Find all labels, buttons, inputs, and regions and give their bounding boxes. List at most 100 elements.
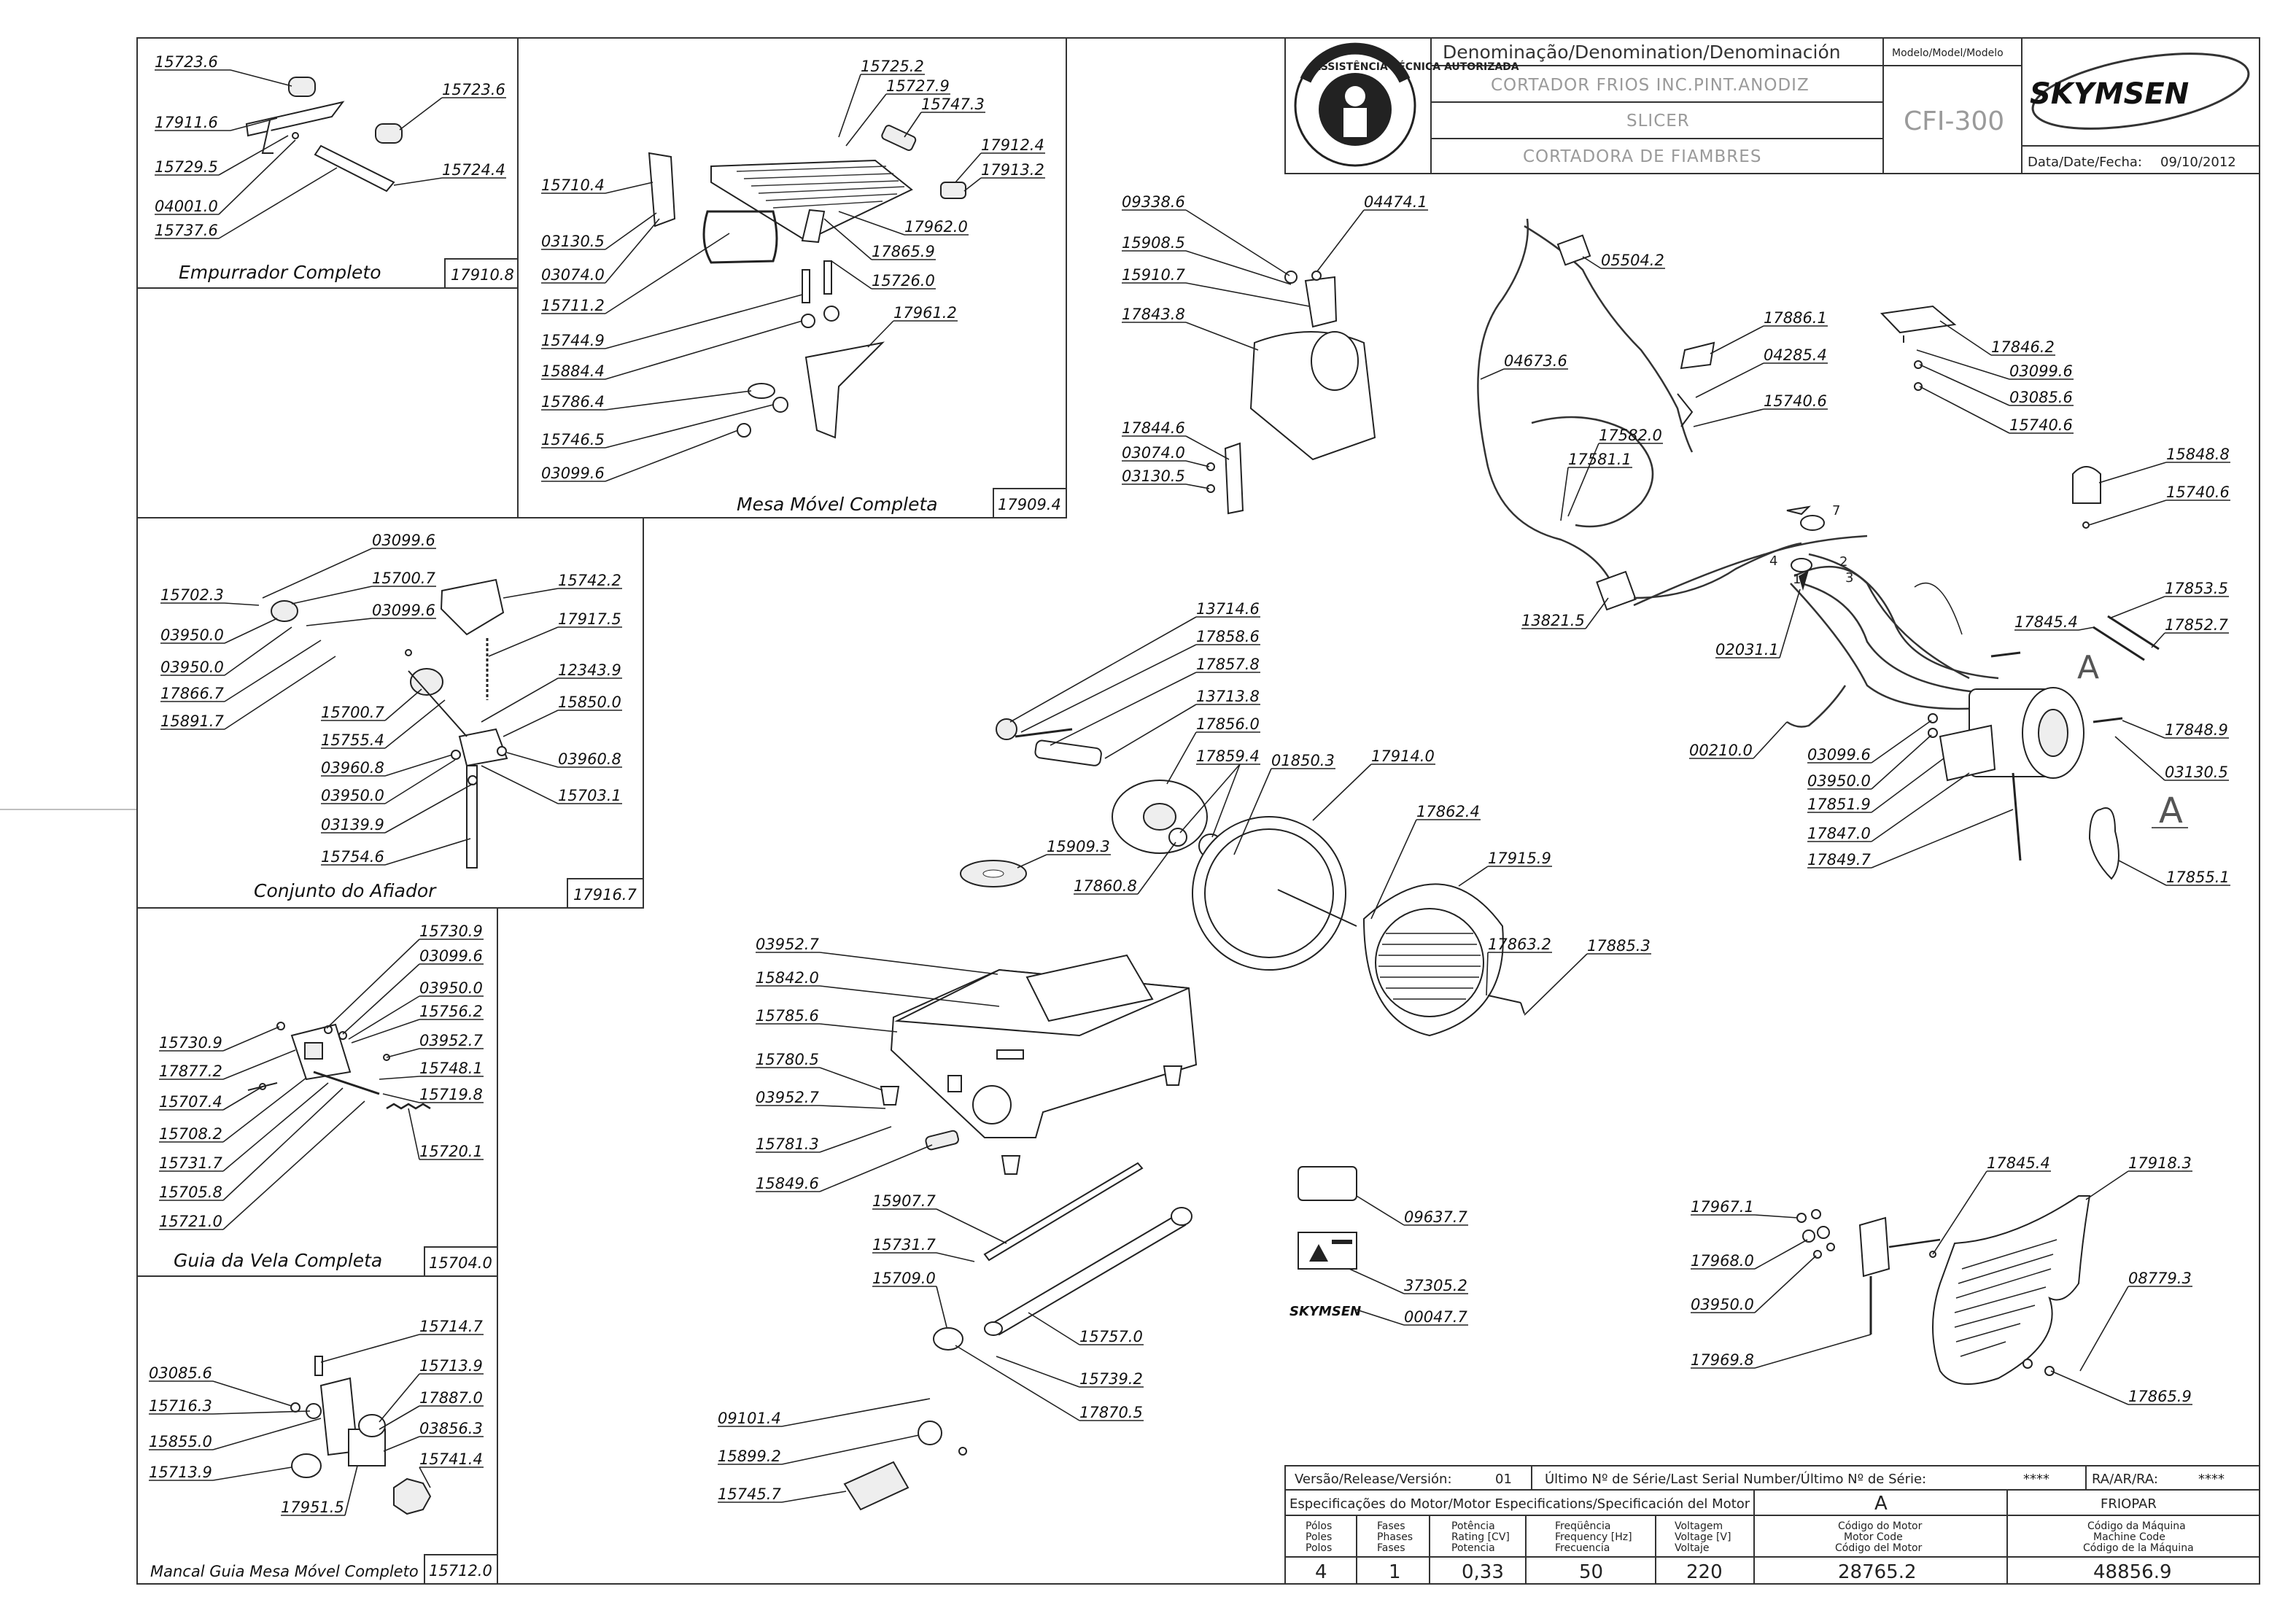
svg-text:Phases: Phases (1377, 1531, 1413, 1543)
part-label: 03960.8 (321, 759, 384, 777)
svg-text:Rating [CV]: Rating [CV] (1451, 1531, 1510, 1543)
part-label: 15908.5 (1122, 234, 1185, 252)
part-label: 17844.6 (1122, 419, 1185, 437)
model-code: CFI-300 (1904, 106, 2004, 136)
spec-col-poles: Pólos Poles Polos 4 (1306, 1520, 1332, 1583)
svg-text:Machine Code: Machine Code (2093, 1531, 2165, 1543)
part-label: 09338.6 (1122, 193, 1185, 211)
part-label: 15703.1 (558, 787, 621, 804)
svg-text:Voltage [V]: Voltage [V] (1675, 1531, 1731, 1543)
part-label: 17853.5 (2165, 580, 2228, 597)
part-label: 03950.0 (160, 626, 224, 644)
part-label: 17843.8 (1122, 306, 1185, 323)
seal-text: ASSISTÊNCIA TÉCNICA AUTORIZADA (1313, 61, 1519, 73)
spec-col-machine-code: Código da Máquina Machine Code Código de… (2083, 1520, 2194, 1583)
serial-label: Último Nº de Série/Last Serial Number/Úl… (1545, 1471, 1926, 1487)
part-label: 15731.7 (872, 1236, 936, 1254)
wire-numbers: 7 4 2 3 1 (1769, 503, 1853, 587)
svg-text:Fases: Fases (1377, 1542, 1405, 1554)
part-label: 17858.6 (1196, 628, 1260, 645)
part-label: 17852.7 (2165, 616, 2228, 634)
part-label: 15702.3 (160, 586, 224, 604)
brand-name: SKYMSEN (2030, 77, 2189, 111)
part-label: 17849.7 (1807, 851, 1871, 869)
svg-text:3: 3 (1845, 570, 1853, 586)
sharpener-code: 17916.7 (573, 886, 637, 904)
part-label: 15741.4 (419, 1450, 483, 1468)
sticker-logo-text: SKYMSEN (1289, 1304, 1361, 1319)
part-label: 15737.6 (155, 222, 218, 239)
deflector-drawing (1796, 1195, 2091, 1385)
bearing-callouts: 15714.7 03085.6 15713.9 15716.3 17887.0 … (149, 1318, 484, 1516)
skymsen-logo: SKYMSEN (2030, 53, 2250, 130)
part-label: 03960.8 (558, 750, 621, 768)
part-label: 15713.9 (419, 1357, 483, 1375)
part-label: 15855.0 (149, 1433, 212, 1450)
table-code: 17909.4 (998, 496, 1061, 513)
pusher-code: 17910.8 (451, 266, 514, 284)
part-label: 17951.5 (281, 1499, 344, 1516)
spec-table: Versão/Release/Versión: 01 Último Nº de … (1284, 1465, 2260, 1585)
part-label: 00210.0 (1689, 742, 1753, 759)
part-label: 03130.5 (2165, 764, 2228, 781)
part-label: 03074.0 (541, 266, 605, 284)
svg-text:Código de la Máquina: Código de la Máquina (2083, 1542, 2194, 1554)
motor-marker: A (2159, 790, 2183, 831)
part-label: 17885.3 (1587, 937, 1651, 955)
part-label: 15730.9 (159, 1034, 222, 1052)
svg-text:Freqüência: Freqüência (1555, 1520, 1611, 1532)
part-label: 03952.7 (756, 1089, 819, 1106)
part-label: 15747.3 (921, 96, 985, 113)
base-drawing (843, 954, 1198, 1511)
spec-col-motor-code: Código do Motor Motor Code Código del Mo… (1835, 1520, 1923, 1583)
part-label: 15742.2 (558, 572, 621, 589)
bearing-title: Mancal Guia Mesa Móvel Completo (150, 1563, 419, 1580)
svg-text:Voltagem: Voltagem (1675, 1520, 1723, 1532)
svg-text:1: 1 (1793, 572, 1801, 587)
part-label: 03856.3 (419, 1420, 483, 1437)
part-label: 15723.6 (155, 53, 218, 71)
part-label: 08779.3 (2128, 1270, 2192, 1287)
part-label: 17862.4 (1416, 803, 1480, 820)
svg-text:Código do Motor: Código do Motor (1838, 1520, 1923, 1532)
part-label: 15746.5 (541, 431, 605, 448)
voltage-value: 220 (1686, 1561, 1723, 1583)
part-label: 15700.7 (372, 570, 435, 587)
part-label: 15731.7 (159, 1154, 222, 1172)
part-label: 03950.0 (1691, 1296, 1754, 1313)
part-label: 15740.6 (1764, 392, 1827, 410)
blade-callouts: 13714.6 17858.6 17857.8 13713.8 17856.0 … (1009, 600, 1651, 1016)
rating-value: 0,33 (1462, 1561, 1504, 1583)
denomination-label: Denominação/Denomination/Denominación (1443, 42, 1841, 63)
part-label: 15786.4 (541, 393, 605, 411)
part-label: 15740.6 (2009, 416, 2073, 434)
part-label: 17846.2 (1991, 338, 2055, 356)
svg-text:Frecuencia: Frecuencia (1555, 1542, 1610, 1554)
part-label: 15757.0 (1079, 1328, 1143, 1345)
part-label: 17582.0 (1599, 427, 1662, 444)
part-label: 17917.5 (558, 610, 621, 628)
part-label: 15730.9 (419, 922, 483, 940)
part-label: 15708.2 (159, 1125, 222, 1143)
part-label: 04001.0 (155, 198, 218, 215)
part-label: 03099.6 (541, 465, 605, 482)
part-label: 15884.4 (541, 362, 605, 380)
ra-label: RA/AR/RA: (2092, 1472, 2158, 1487)
deflector-callouts: 17845.4 17918.3 17967.1 17968.0 03950.0 … (1691, 1154, 2192, 1405)
carriage-drawing (1206, 271, 1376, 515)
part-label: 12343.9 (558, 661, 621, 679)
motor-spec-title: Especificações do Motor/Motor Especifica… (1289, 1496, 1750, 1512)
motor (1928, 615, 2160, 861)
svg-text:2: 2 (1839, 554, 1847, 570)
part-label: 15720.1 (419, 1143, 483, 1160)
part-label: 15850.0 (558, 693, 621, 711)
pusher-drawing (245, 77, 403, 193)
part-label: 17911.6 (155, 114, 218, 131)
electric-callouts: 05504.2 04673.6 17886.1 04285.4 15740.6 … (1480, 252, 2230, 759)
table-callouts: 15725.2 15727.9 15747.3 17912.4 17913.2 … (541, 58, 1045, 482)
part-label: 15910.7 (1122, 266, 1185, 284)
guide-title: Guia da Vela Completa (174, 1250, 382, 1271)
svg-text:Polos: Polos (1306, 1542, 1332, 1554)
part-label: 13714.6 (1196, 600, 1260, 618)
motor-callouts: 17845.4 17853.5 17852.7 17848.9 03130.5 … (1807, 580, 2230, 886)
